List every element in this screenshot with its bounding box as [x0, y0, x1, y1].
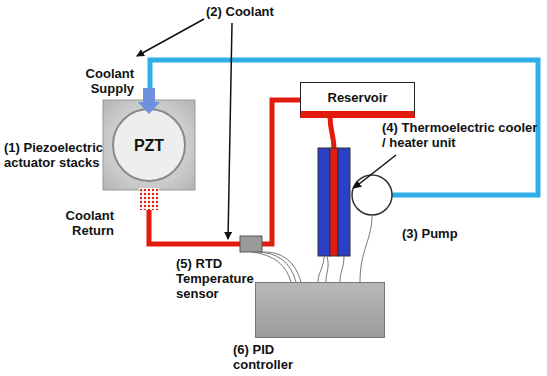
callout-label: (2) Coolant [206, 4, 274, 19]
coolant-return-pipe [330, 116, 334, 150]
callout-label: (4) Thermoelectric cooler / heater unit [382, 120, 542, 150]
leader-line [137, 19, 204, 56]
node-text: (6) PID controller [233, 342, 313, 372]
thermoelectric-unit [318, 148, 350, 256]
callout-label: (3) Pump [402, 226, 458, 241]
callout-label: Coolant Supply [72, 66, 134, 96]
callout-label: Coolant Return [52, 208, 114, 238]
node-text: PZT [134, 138, 164, 153]
controller-body [255, 282, 385, 338]
rtd-sensor [240, 236, 262, 252]
pump-wire [360, 215, 372, 282]
node-text: Reservoir [328, 90, 388, 105]
leader-line [354, 155, 396, 188]
leader-line [228, 23, 232, 239]
pump-symbol [352, 175, 392, 215]
sensor-wire [252, 252, 301, 282]
tec-wire [318, 256, 344, 282]
reservoir-box: Reservoir [300, 82, 415, 118]
controller-box: (6) PID controller [255, 282, 385, 338]
callout-label: (5) RTD Temperature sensor [176, 256, 260, 301]
actuator-block: PZT [103, 100, 195, 190]
callout-label: (1) Piezoelectric actuator stacks [4, 140, 104, 170]
